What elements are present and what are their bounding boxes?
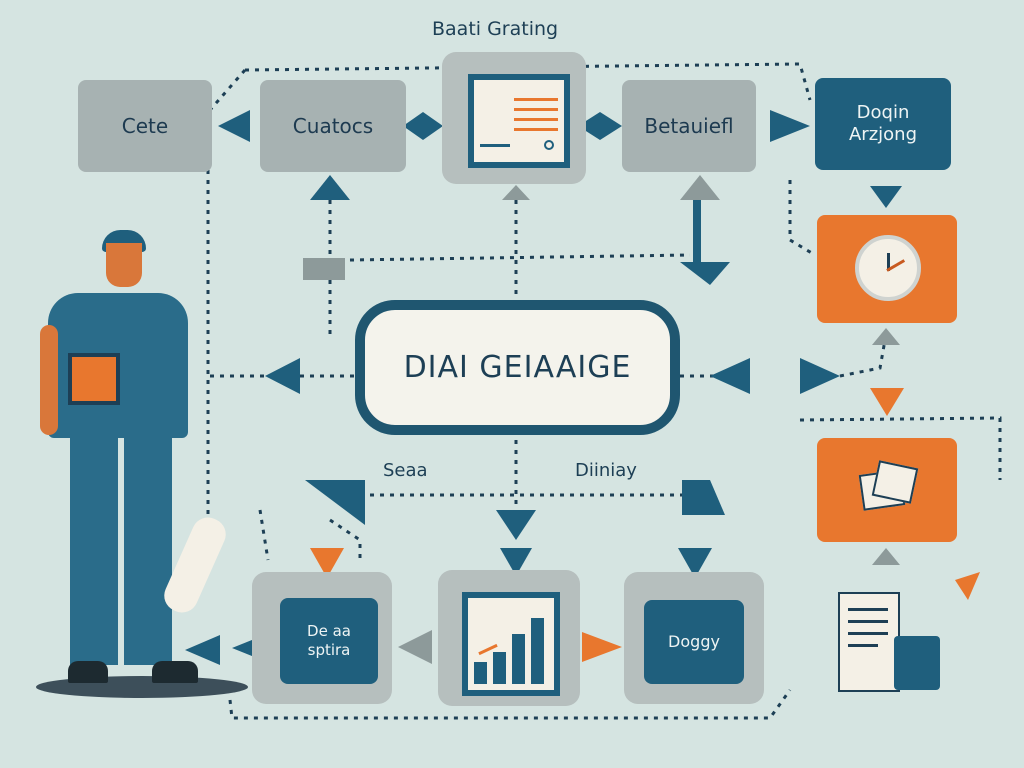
arrow-down-icon xyxy=(870,388,904,416)
arrow-down-icon xyxy=(496,510,536,540)
diamond-icon xyxy=(578,112,622,140)
bottom-box-de-aa-sptira: De aa sptira xyxy=(280,598,378,684)
arrow-icon xyxy=(955,572,980,600)
person-illustration xyxy=(40,225,210,695)
document-icon xyxy=(468,74,570,168)
arrow-up-icon xyxy=(872,328,900,345)
arrow-icon xyxy=(305,480,365,525)
clipboard-icon xyxy=(894,636,940,690)
document-list-icon xyxy=(838,592,900,692)
arrow-right-icon xyxy=(770,110,810,142)
arrow-down-icon xyxy=(500,548,532,576)
arrow-up-icon xyxy=(502,185,530,200)
notes-box xyxy=(817,438,957,542)
arrow-left-icon xyxy=(218,110,250,142)
top-box-cete: Cete xyxy=(78,80,212,172)
arrow-down-icon xyxy=(870,186,902,208)
arrow-left-icon xyxy=(265,358,300,394)
top-box-doqin-arzjong: Doqin Arzjong xyxy=(815,78,951,170)
diagram-title: Baati Grating xyxy=(432,18,559,40)
arrow-left-icon xyxy=(185,635,220,665)
top-box-betauiefl: Betauiefl xyxy=(622,80,756,172)
clock-icon xyxy=(855,235,921,301)
label-seaa: Seaa xyxy=(383,460,428,481)
arrow-left-icon xyxy=(710,358,750,394)
center-node: DIAI GEIAAIGE xyxy=(355,300,680,435)
top-box-cuatocs: Cuatocs xyxy=(260,80,406,172)
arrow-icon xyxy=(682,480,725,515)
arrow-up-icon xyxy=(310,175,350,200)
diamond-icon xyxy=(403,112,443,140)
arrow-down-icon xyxy=(310,548,344,578)
arrow-up-icon xyxy=(680,175,720,200)
clock-box xyxy=(817,215,957,323)
arrow-left-icon xyxy=(398,630,432,664)
arrow-right-icon xyxy=(582,632,622,662)
arrow-down-icon xyxy=(678,548,712,578)
bar-chart-icon xyxy=(462,592,560,696)
arrow-up-icon xyxy=(872,548,900,565)
bottom-box-doggy: Doggy xyxy=(644,600,744,684)
label-diiniay: Diiniay xyxy=(575,460,637,481)
arrow-right-icon xyxy=(800,358,840,394)
tablet-icon xyxy=(68,353,120,405)
arrow-icon xyxy=(680,262,730,285)
